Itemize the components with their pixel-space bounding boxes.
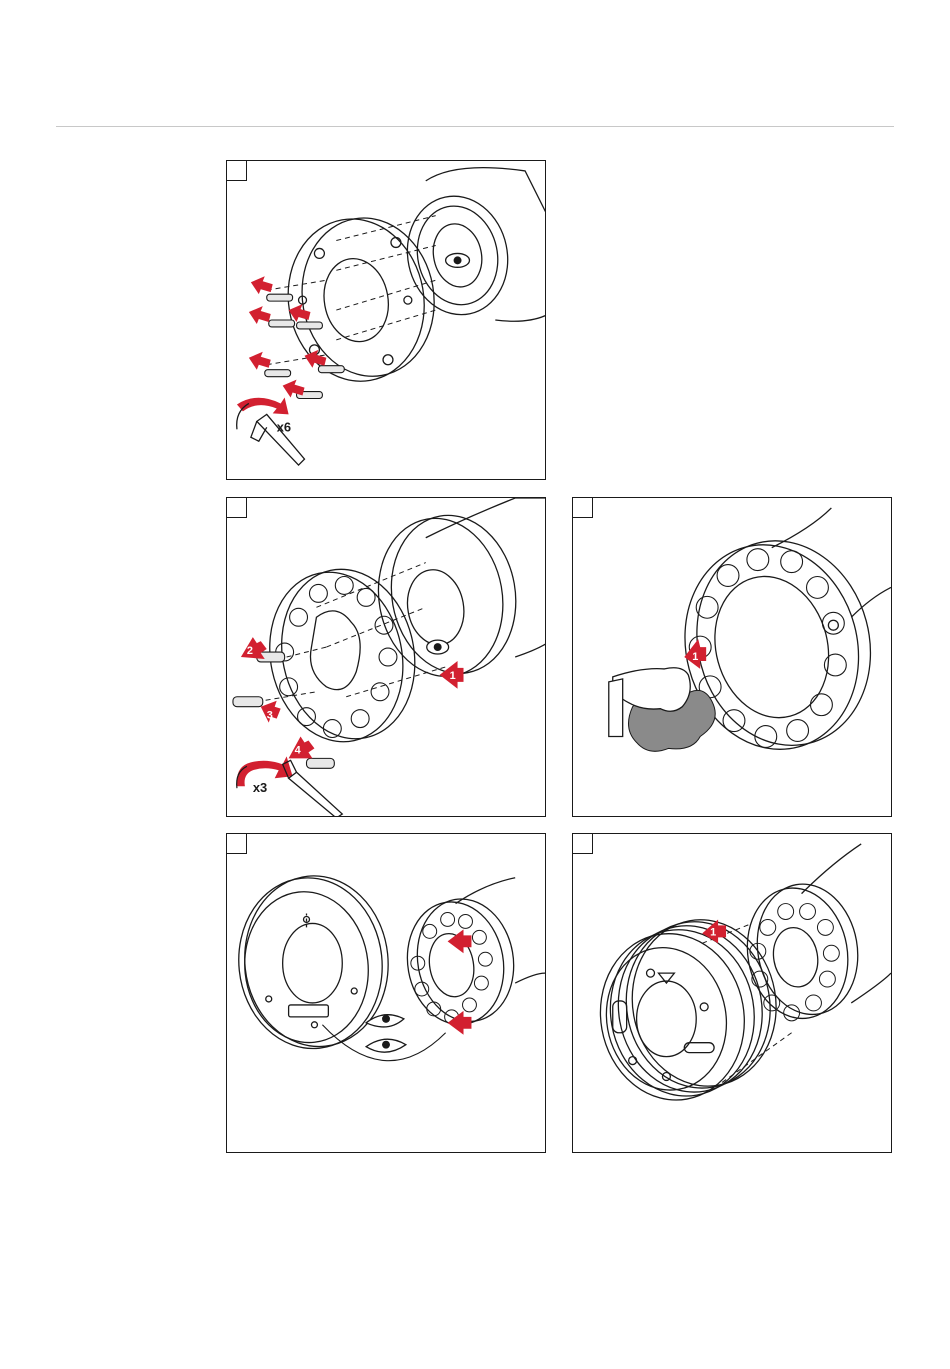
header-rule [56, 126, 894, 127]
illustration-attach-module: 1 [573, 834, 891, 1152]
eye-icon [366, 1039, 406, 1052]
multiplier-label: x3 [253, 780, 267, 795]
svg-text:2: 2 [247, 645, 253, 657]
step-panel-2: 1 2 3 4 x3 [226, 497, 546, 817]
svg-text:4: 4 [295, 744, 302, 756]
eye-icon [446, 253, 470, 267]
bolt-group [233, 652, 334, 768]
svg-text:1: 1 [710, 926, 716, 938]
step-panel-5: 1 [572, 833, 892, 1153]
hex-key-icon [237, 403, 305, 465]
illustration-align-module [227, 834, 545, 1152]
callout-arrow-3: 3 [261, 701, 281, 723]
illustration-bolt-ring-to-cylinder: x6 [227, 161, 545, 479]
step-panel-1: x6 [226, 160, 546, 480]
svg-text:3: 3 [267, 710, 273, 722]
svg-text:1: 1 [692, 651, 698, 663]
callout-arrow-1: 1 [440, 661, 464, 689]
illustration-mount-clamp-ring: 1 2 3 4 x3 [227, 498, 545, 816]
eye-icon [366, 1015, 404, 1027]
bolt-group [265, 294, 345, 398]
illustration-clean-clamp-ring: 1 [573, 498, 891, 816]
callout-arrow-4: 4 [289, 737, 315, 759]
step-panel-3: 1 [572, 497, 892, 817]
align-arrows [448, 929, 472, 1034]
multiplier-label: x6 [277, 419, 291, 434]
svg-text:1: 1 [450, 670, 456, 682]
eye-icon [427, 640, 449, 654]
step-panel-4 [226, 833, 546, 1153]
